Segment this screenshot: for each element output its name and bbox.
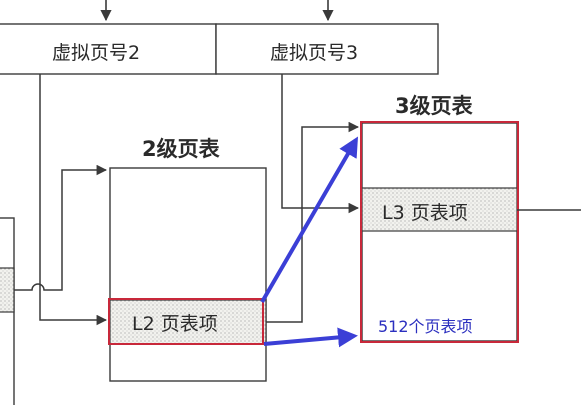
l3-table-highlight [360,121,519,343]
vpn3-label: 虚拟页号3 [270,42,359,64]
l2-entry-to-l3-table-arrow [266,121,360,323]
l1-entry-partial [0,267,15,313]
vpn2-to-l2-entry-arrow [39,74,108,326]
blue-arrow-to-l3-bottom [263,327,358,348]
l1-to-l2-table-arrow [14,164,108,291]
l3-table-title: 3级页表 [395,94,473,118]
vpn3-to-l3-entry-arrow [281,74,360,214]
vpn2-label: 虚拟页号2 [52,42,141,64]
l3-entry-label: L3 页表项 [382,202,468,224]
l2-table-title: 2级页表 [142,137,220,161]
vpn3-box [215,23,439,75]
l3-entry [361,187,518,232]
l3-table [361,122,518,342]
l2-entry-label: L2 页表项 [132,313,218,335]
l2-entry-highlight [108,298,264,345]
blue-arrow-to-l3-top [260,136,359,304]
l3-entry-count-note: 512个页表项 [378,317,473,336]
l2-table [109,167,267,382]
